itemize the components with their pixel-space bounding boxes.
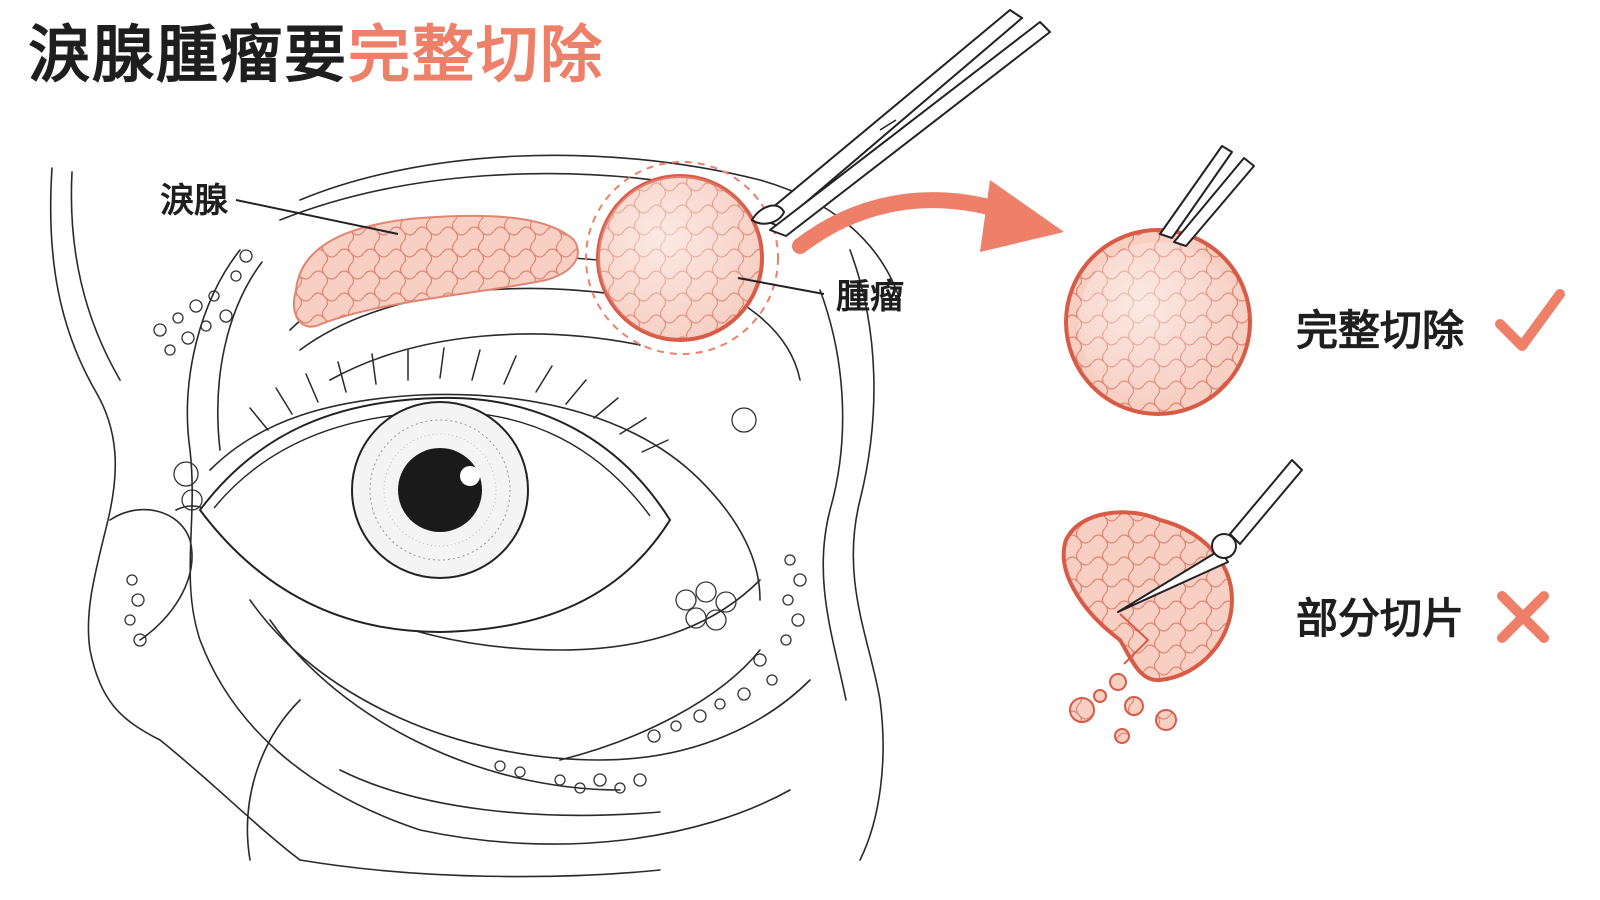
tumor-margin [585, 161, 779, 355]
lacrimal-gland-label: 淚腺 [160, 181, 228, 221]
surgical-scalpel-icon [1117, 459, 1303, 613]
complete-excision-label: 完整切除 [1296, 306, 1465, 355]
cross-mark-icon [1497, 591, 1549, 643]
eyeball [198, 396, 672, 634]
tumor-leader-line [737, 277, 825, 295]
title-highlight: 完整切除 [348, 18, 605, 91]
surgical-forceps-icon [751, 9, 1051, 237]
eyelashes [249, 347, 669, 453]
partial-biopsy-label: 部分切片 [1296, 594, 1465, 643]
gland-leader-line [235, 199, 399, 235]
surgical-forceps-icon [1159, 145, 1255, 247]
title-main: 淚腺腫瘤要 [28, 18, 349, 91]
lacrimal-gland [293, 214, 579, 328]
pupil-highlight [460, 466, 480, 486]
complete-excision-specimen [1064, 145, 1255, 416]
page-title: 淚腺腫瘤要完整切除 [28, 24, 604, 86]
tumor-label: 腫瘤 [836, 277, 904, 317]
curved-arrow-icon [792, 180, 1064, 254]
partial-biopsy-specimen [1061, 459, 1303, 744]
check-mark-icon [1495, 289, 1565, 351]
pupil [398, 448, 482, 532]
